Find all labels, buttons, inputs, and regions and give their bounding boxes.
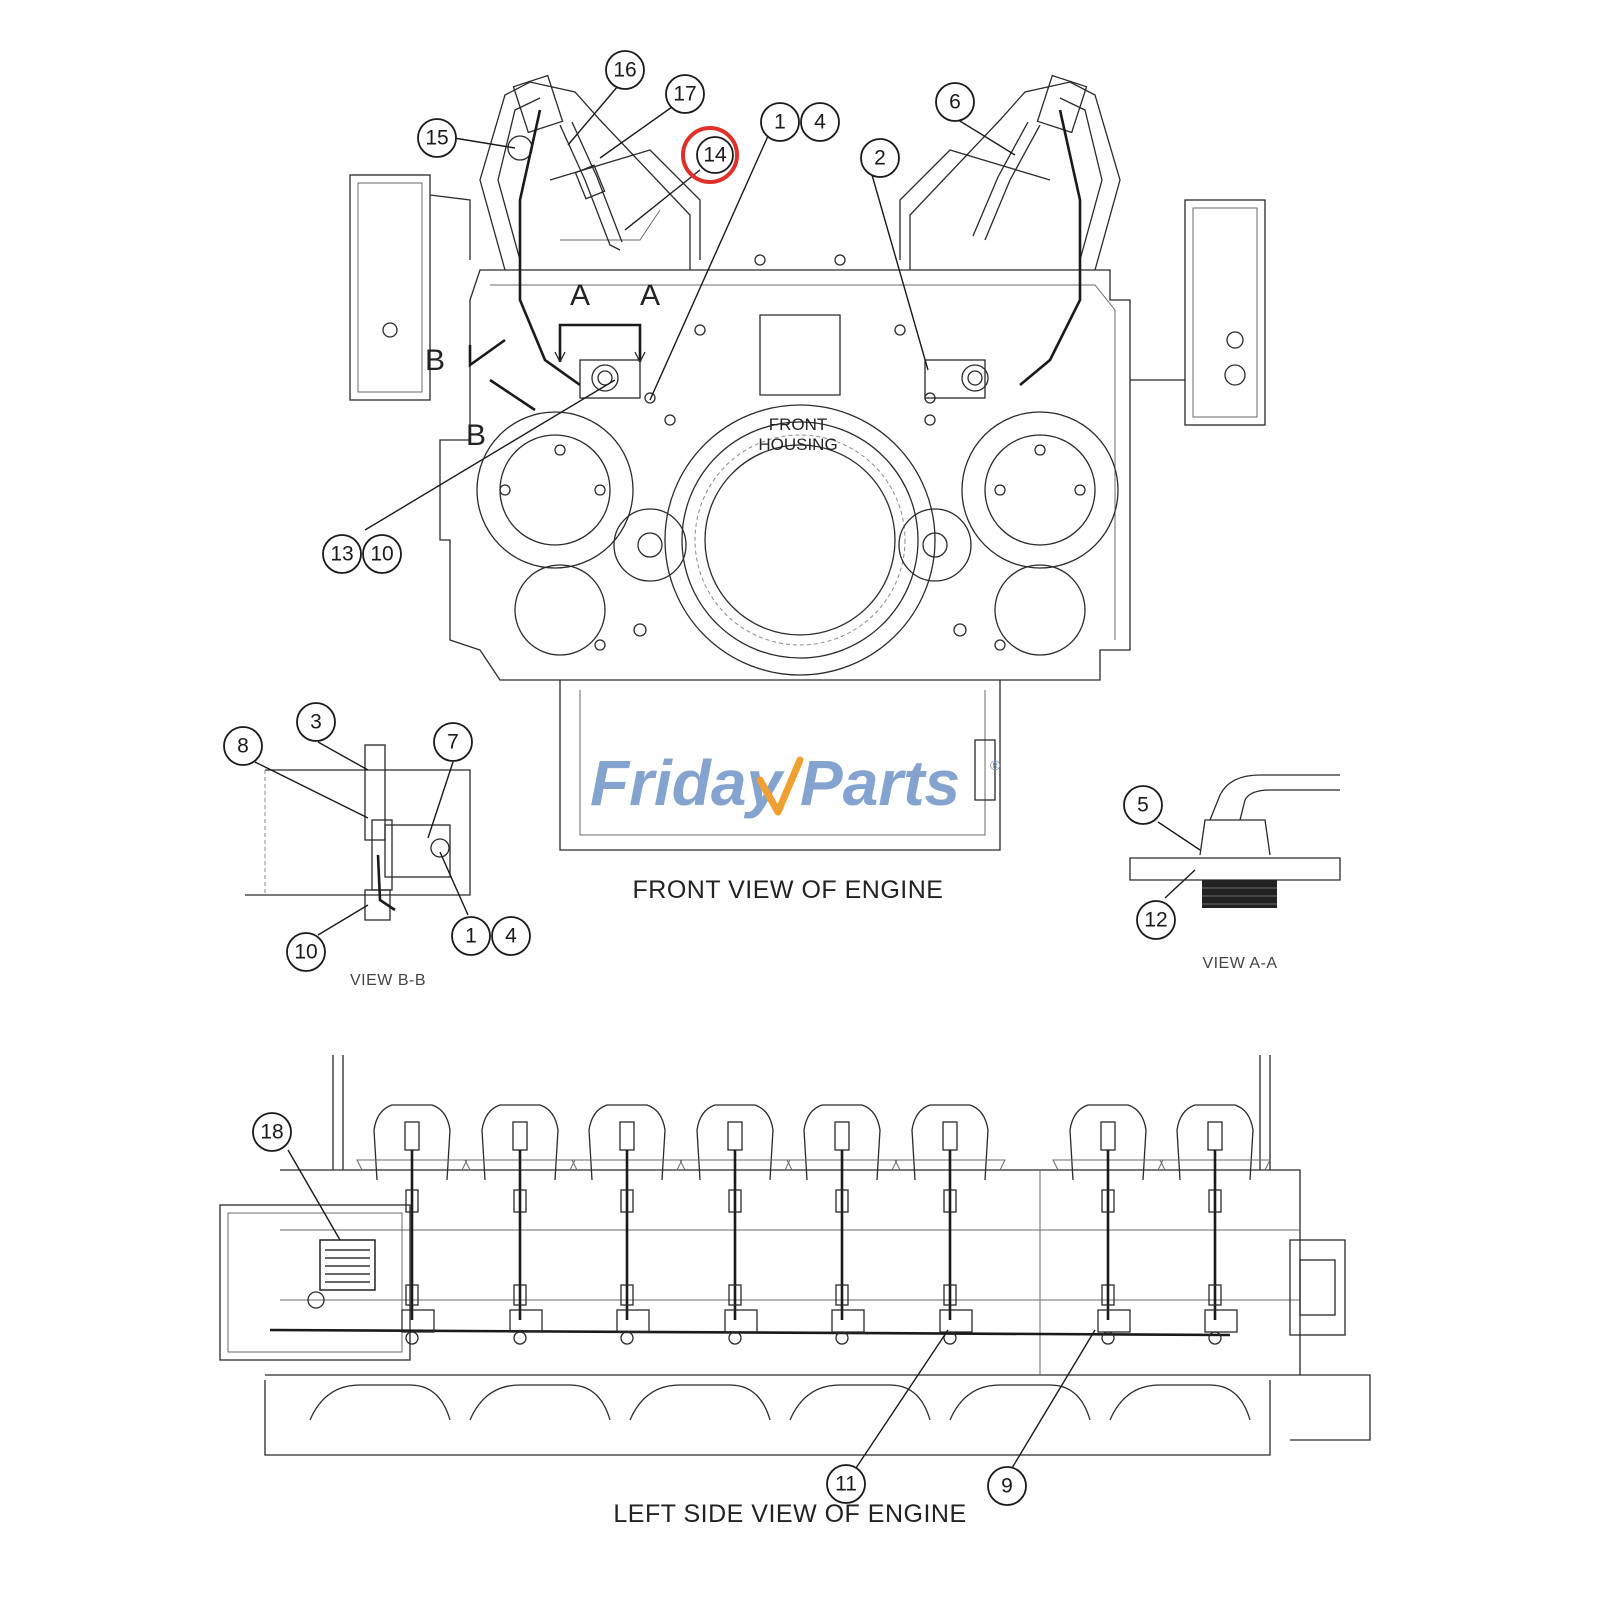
cylinder-head — [356, 1104, 468, 1345]
svg-text:10: 10 — [294, 941, 317, 964]
section-mark-a-left: A — [570, 279, 590, 312]
view-aa-drawing — [1129, 774, 1341, 908]
svg-text:1: 1 — [774, 111, 786, 134]
friday-parts-logo: Friday Parts ® — [590, 747, 1001, 819]
svg-text:16: 16 — [613, 59, 636, 82]
callout-10-bb[interactable]: 10 — [286, 932, 326, 972]
svg-text:17: 17 — [673, 83, 696, 106]
callout-10-front[interactable]: 10 — [362, 534, 402, 574]
callout-6[interactable]: 6 — [935, 82, 975, 122]
section-mark-b-upper: B — [425, 344, 445, 377]
callout-4-bb[interactable]: 4 — [491, 916, 531, 956]
callout-1-bb[interactable]: 1 — [451, 916, 491, 956]
callout-2[interactable]: 2 — [860, 138, 900, 178]
highlight-ring — [681, 126, 739, 184]
left-side-view-title: LEFT SIDE VIEW OF ENGINE — [613, 1500, 966, 1528]
svg-text:5: 5 — [1137, 794, 1149, 817]
leader-lines — [254, 85, 1201, 1469]
cylinder-head — [679, 1104, 791, 1345]
view-bb-title: VIEW B-B — [350, 972, 426, 989]
svg-text:3: 3 — [310, 711, 322, 734]
callout-14[interactable]: 14 — [681, 126, 739, 184]
svg-text:7: 7 — [447, 731, 459, 754]
callout-1-front[interactable]: 1 — [760, 102, 800, 142]
view-aa-title: VIEW A-A — [1202, 955, 1277, 972]
svg-text:4: 4 — [505, 925, 517, 948]
cylinder-head — [1159, 1104, 1271, 1345]
logo-registered-mark: ® — [990, 757, 1001, 773]
cylinder-head — [571, 1104, 683, 1345]
svg-text:8: 8 — [237, 735, 249, 758]
cylinder-head — [894, 1104, 1006, 1345]
svg-text:11: 11 — [835, 1473, 857, 1496]
svg-text:18: 18 — [260, 1121, 283, 1144]
callout-7[interactable]: 7 — [433, 722, 473, 762]
section-mark-a-right: A — [640, 279, 660, 312]
front-housing-label-line2: HOUSING — [758, 435, 837, 454]
svg-text:10: 10 — [370, 543, 393, 566]
callout-8[interactable]: 8 — [223, 726, 263, 766]
svg-text:9: 9 — [1001, 1475, 1013, 1498]
front-view-drawing — [349, 74, 1266, 851]
front-view-title: FRONT VIEW OF ENGINE — [633, 876, 944, 904]
callout-4-front[interactable]: 4 — [800, 102, 840, 142]
callout-15[interactable]: 15 — [417, 118, 457, 158]
cylinder-head — [1052, 1104, 1164, 1345]
callout-18[interactable]: 18 — [252, 1112, 292, 1152]
view-bb-drawing — [245, 744, 471, 921]
svg-text:12: 12 — [1144, 909, 1167, 932]
section-mark-b-lower: B — [466, 419, 486, 452]
callout-bubbles: 1 4 2 6 13 10 14 15 16 17 3 7 8 10 1 4 5… — [223, 50, 1176, 1506]
callout-13[interactable]: 13 — [322, 534, 362, 574]
svg-text:6: 6 — [949, 91, 961, 114]
callout-3[interactable]: 3 — [296, 702, 336, 742]
left-side-view-drawing — [219, 1055, 1371, 1456]
logo-text-friday: Friday — [590, 747, 785, 819]
svg-text:13: 13 — [330, 543, 353, 566]
cylinder-head — [464, 1104, 576, 1345]
cylinder-heads — [356, 1104, 1271, 1345]
callout-9[interactable]: 9 — [987, 1466, 1027, 1506]
callout-17[interactable]: 17 — [665, 74, 705, 114]
svg-text:14: 14 — [703, 144, 727, 167]
logo-text-parts: Parts — [800, 747, 960, 819]
svg-text:1: 1 — [465, 925, 477, 948]
callout-5[interactable]: 5 — [1123, 785, 1163, 825]
cylinder-head — [786, 1104, 898, 1345]
callout-11[interactable]: 11 — [826, 1464, 866, 1504]
svg-text:15: 15 — [425, 127, 448, 150]
callout-12[interactable]: 12 — [1136, 900, 1176, 940]
callout-16[interactable]: 16 — [605, 50, 645, 90]
svg-text:4: 4 — [814, 111, 826, 134]
svg-text:2: 2 — [874, 147, 886, 170]
front-housing-label-line1: FRONT — [769, 415, 828, 434]
